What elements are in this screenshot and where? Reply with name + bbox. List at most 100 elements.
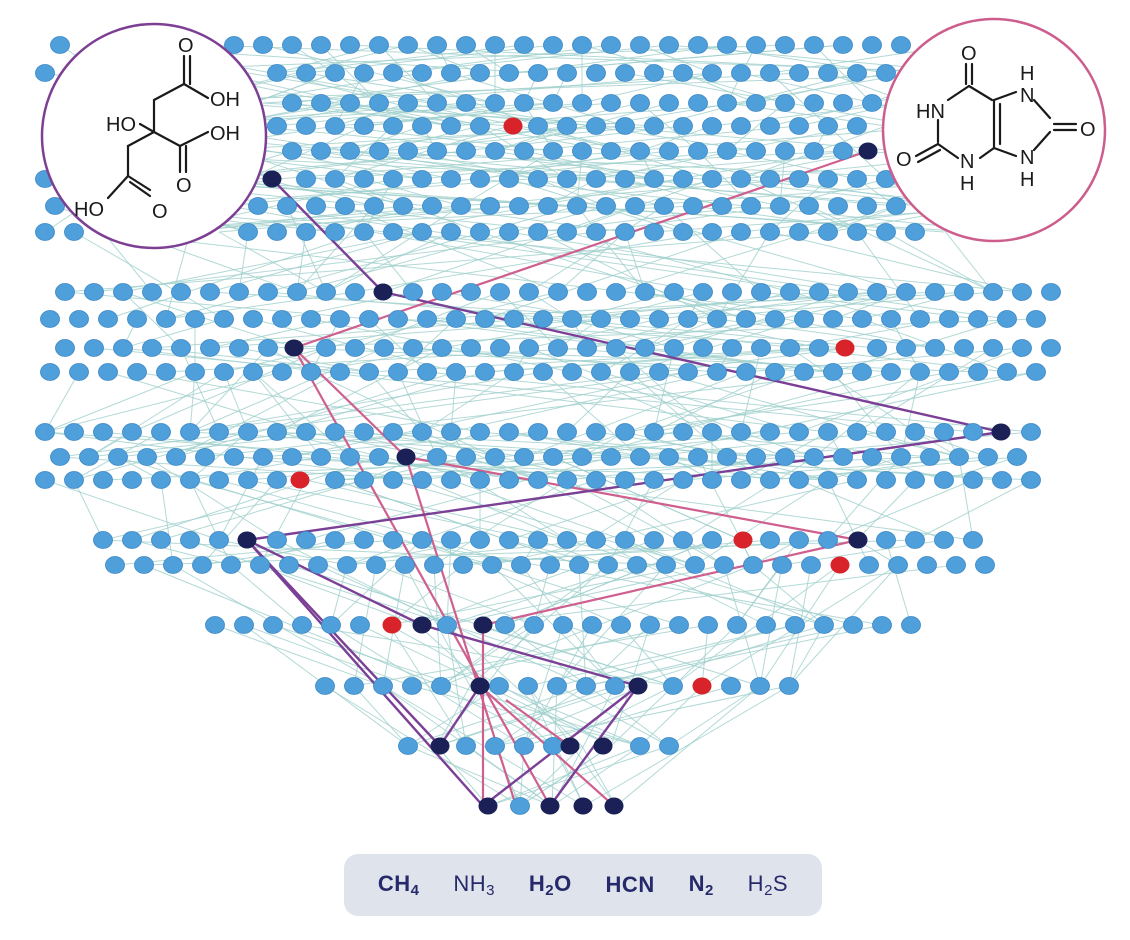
network-node	[978, 448, 998, 466]
network-node	[514, 94, 534, 112]
citric-acid-circle	[40, 22, 268, 250]
network-node	[306, 197, 326, 215]
network-edge	[798, 479, 945, 541]
network-edge	[716, 231, 771, 320]
network-node	[741, 197, 761, 215]
network-edge	[571, 291, 820, 320]
network-edge	[122, 231, 423, 293]
network-node	[485, 448, 505, 466]
network-node	[659, 448, 679, 466]
network-node	[489, 677, 509, 695]
network-node	[572, 142, 592, 160]
network-node	[678, 363, 698, 381]
network-node	[673, 471, 693, 489]
network-node	[746, 94, 766, 112]
network-edge	[537, 479, 655, 541]
network-node	[968, 363, 988, 381]
network-node	[205, 616, 225, 634]
pathway-node	[540, 797, 560, 815]
network-node	[557, 531, 577, 549]
network-node	[891, 448, 911, 466]
network-node	[485, 142, 505, 160]
network-node	[470, 471, 490, 489]
network-edge	[494, 685, 645, 747]
network-edge	[146, 456, 278, 541]
legend-item-h2o: H2O	[528, 871, 572, 899]
network-node	[64, 223, 84, 241]
network-node	[789, 223, 809, 241]
network-edge	[334, 102, 612, 127]
network-edge	[426, 371, 1032, 433]
network-node	[954, 283, 974, 301]
network-node	[997, 363, 1017, 381]
network-node	[702, 531, 722, 549]
network-node	[577, 339, 597, 357]
network-node	[1012, 283, 1032, 301]
network-node	[963, 531, 983, 549]
network-node	[185, 310, 205, 328]
network-node	[698, 616, 718, 634]
network-node	[296, 170, 316, 188]
network-node	[209, 423, 229, 441]
network-edge	[310, 318, 602, 373]
network-edge	[576, 150, 873, 207]
network-node	[499, 223, 519, 241]
network-node	[804, 142, 824, 160]
network-node	[345, 283, 365, 301]
network-node	[461, 339, 481, 357]
network-node	[818, 170, 838, 188]
network-node	[714, 556, 734, 574]
network-node	[615, 117, 635, 135]
legend-item-n2: N2	[688, 871, 714, 899]
network-edge	[755, 431, 1032, 458]
network-edge	[189, 479, 493, 566]
network-node	[156, 310, 176, 328]
network-node	[50, 36, 70, 54]
network-node	[524, 616, 544, 634]
network-node	[229, 339, 249, 357]
network-node	[267, 471, 287, 489]
network-edge	[446, 624, 583, 747]
network-node	[917, 556, 937, 574]
network-node	[644, 471, 664, 489]
network-edge	[165, 291, 269, 320]
network-node	[717, 142, 737, 160]
network-node	[93, 531, 113, 549]
network-edge	[112, 205, 1023, 293]
network-node	[562, 363, 582, 381]
network-node	[354, 64, 374, 82]
network-node	[939, 310, 959, 328]
network-node	[867, 283, 887, 301]
network-node	[287, 283, 307, 301]
network-node	[630, 142, 650, 160]
network-node	[847, 423, 867, 441]
network-node	[688, 448, 708, 466]
network-node	[770, 197, 790, 215]
citric-ho-bottom: HO	[74, 199, 104, 221]
network-node	[818, 531, 838, 549]
network-node	[441, 223, 461, 241]
network-node	[630, 36, 650, 54]
network-edge	[475, 564, 957, 626]
network-edge	[519, 745, 583, 807]
network-node	[799, 197, 819, 215]
network-node	[775, 36, 795, 54]
network-node	[253, 448, 273, 466]
network-node	[557, 223, 577, 241]
network-node	[388, 363, 408, 381]
network-node	[475, 363, 495, 381]
network-node	[456, 737, 476, 755]
network-edge	[653, 431, 931, 458]
network-node	[93, 423, 113, 441]
network-node	[354, 531, 374, 549]
network-edge	[556, 624, 796, 687]
network-node	[789, 423, 809, 441]
network-edge	[117, 371, 863, 458]
network-node	[35, 423, 55, 441]
network-node	[335, 197, 355, 215]
network-node	[151, 471, 171, 489]
network-edge	[566, 479, 725, 566]
network-node	[605, 677, 625, 695]
network-node	[963, 471, 983, 489]
network-edge	[368, 347, 820, 373]
